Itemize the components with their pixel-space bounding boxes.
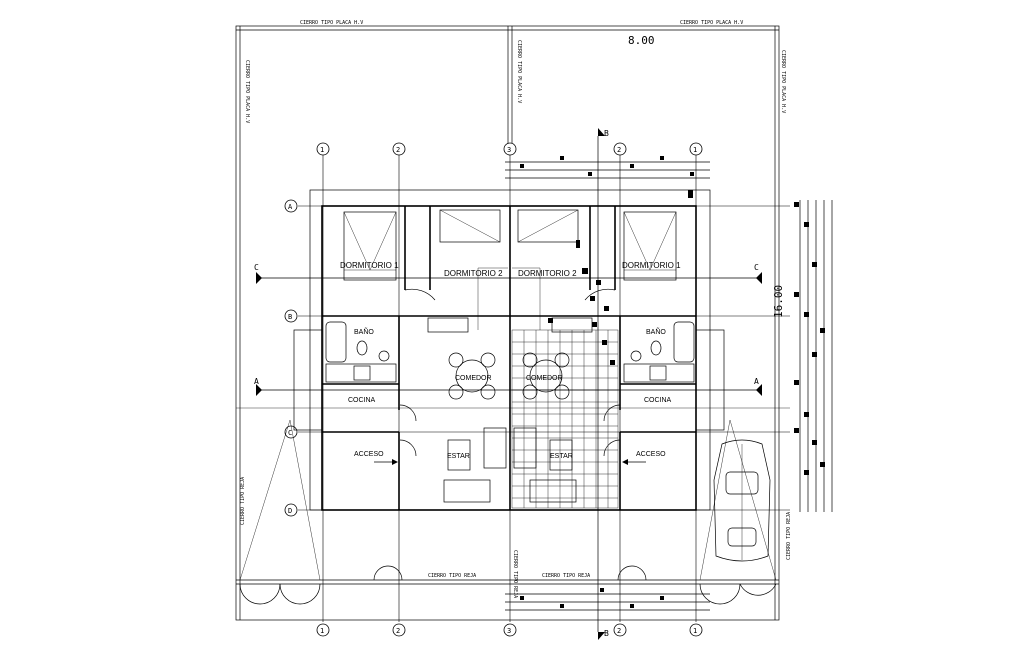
grid-col-2-bottom: 2	[396, 627, 400, 635]
gate-label-mid-vertical: CIERRO TIPO REJA	[512, 550, 518, 598]
room-label-right-living: ESTAR	[550, 453, 573, 460]
dining-sets	[448, 352, 570, 400]
room-label-right-kitchen: COCINA	[644, 397, 672, 404]
bath-fixtures	[325, 321, 695, 363]
grid-row-b: B	[288, 313, 292, 321]
grid-col-2b-bottom: 2	[617, 627, 621, 635]
room-label-right-bedroom2: DORMITORIO 2	[518, 269, 577, 278]
room-label-left-bedroom2: DORMITORIO 2	[444, 269, 503, 278]
grid-col-3-bottom: 3	[507, 627, 511, 635]
room-label-right-dining: COMEDOR	[526, 375, 563, 382]
gate-label-bottom-middle: CIERRO TIPO REJA	[542, 573, 590, 579]
section-a-left: A	[254, 377, 259, 386]
grid-col-1-top: 1	[320, 146, 324, 154]
room-label-left-access: ACCESO	[354, 451, 384, 458]
building-walls	[293, 189, 725, 511]
lot-boundary	[235, 25, 780, 621]
room-label-left-dining: COMEDOR	[455, 375, 492, 382]
grid-row-d: D	[288, 507, 292, 515]
fence-label-left: CIERRO TIPO PLACA H.V	[244, 60, 250, 123]
width-dimension: 8.00	[628, 34, 655, 47]
fence-label-middle: CIERRO TIPO PLACA H.V	[516, 40, 522, 103]
dining-tiles	[511, 329, 619, 509]
living-furniture	[443, 427, 577, 503]
room-label-right-bath: BAÑO	[646, 327, 666, 336]
dimension-ladder-bottom	[505, 588, 710, 611]
fence-label-right: CIERRO TIPO PLACA H.V	[780, 50, 786, 113]
section-a-right: A	[754, 377, 759, 386]
grid-bubbles	[284, 142, 703, 637]
section-c-left: C	[254, 263, 259, 272]
depth-dimension: 16.00	[772, 285, 785, 318]
door-swings	[239, 288, 777, 605]
grid-row-c: C	[288, 429, 292, 437]
grid-col-2-top: 2	[396, 146, 400, 154]
fence-label-top-left: CIERRO TIPO PLACA H.V	[300, 20, 363, 26]
bed-right-2	[512, 209, 579, 330]
room-label-left-bedroom1: DORMITORIO 1	[340, 261, 399, 270]
room-label-left-living: ESTAR	[447, 453, 470, 460]
access-ramps	[239, 419, 777, 581]
bed-right-1	[623, 211, 677, 281]
fence-label-top-right: CIERRO TIPO PLACA H.V	[680, 20, 743, 26]
grid-col-2b-top: 2	[617, 146, 621, 154]
dimension-ladder-top	[505, 156, 710, 179]
parked-car	[713, 439, 771, 562]
section-b-top: B	[604, 129, 609, 138]
section-c-right: C	[754, 263, 759, 272]
column-marks	[548, 190, 693, 365]
access-arrows	[374, 459, 646, 465]
room-label-right-access: ACCESO	[636, 451, 666, 458]
room-label-right-bedroom1: DORMITORIO 1	[622, 261, 681, 270]
grid-col-1b-bottom: 1	[693, 627, 697, 635]
grid-col-1b-top: 1	[693, 146, 697, 154]
grid-row-a: A	[288, 203, 293, 211]
section-b-bottom: B	[604, 629, 609, 638]
gate-label-bottom-left: CIERRO TIPO REJA	[428, 573, 476, 579]
room-label-left-kitchen: COCINA	[348, 397, 376, 404]
room-label-left-bath: BAÑO	[354, 327, 374, 336]
bed-left-1	[343, 211, 397, 281]
grid-col-1-bottom: 1	[320, 627, 324, 635]
gate-label-right: CIERRO TIPO REJA	[786, 512, 792, 560]
gate-label-left: CIERRO TIPO REJA	[240, 477, 246, 525]
grid-col-3-top: 3	[507, 146, 511, 154]
dimension-ladder-right	[794, 200, 833, 512]
bed-left-2	[439, 209, 508, 330]
